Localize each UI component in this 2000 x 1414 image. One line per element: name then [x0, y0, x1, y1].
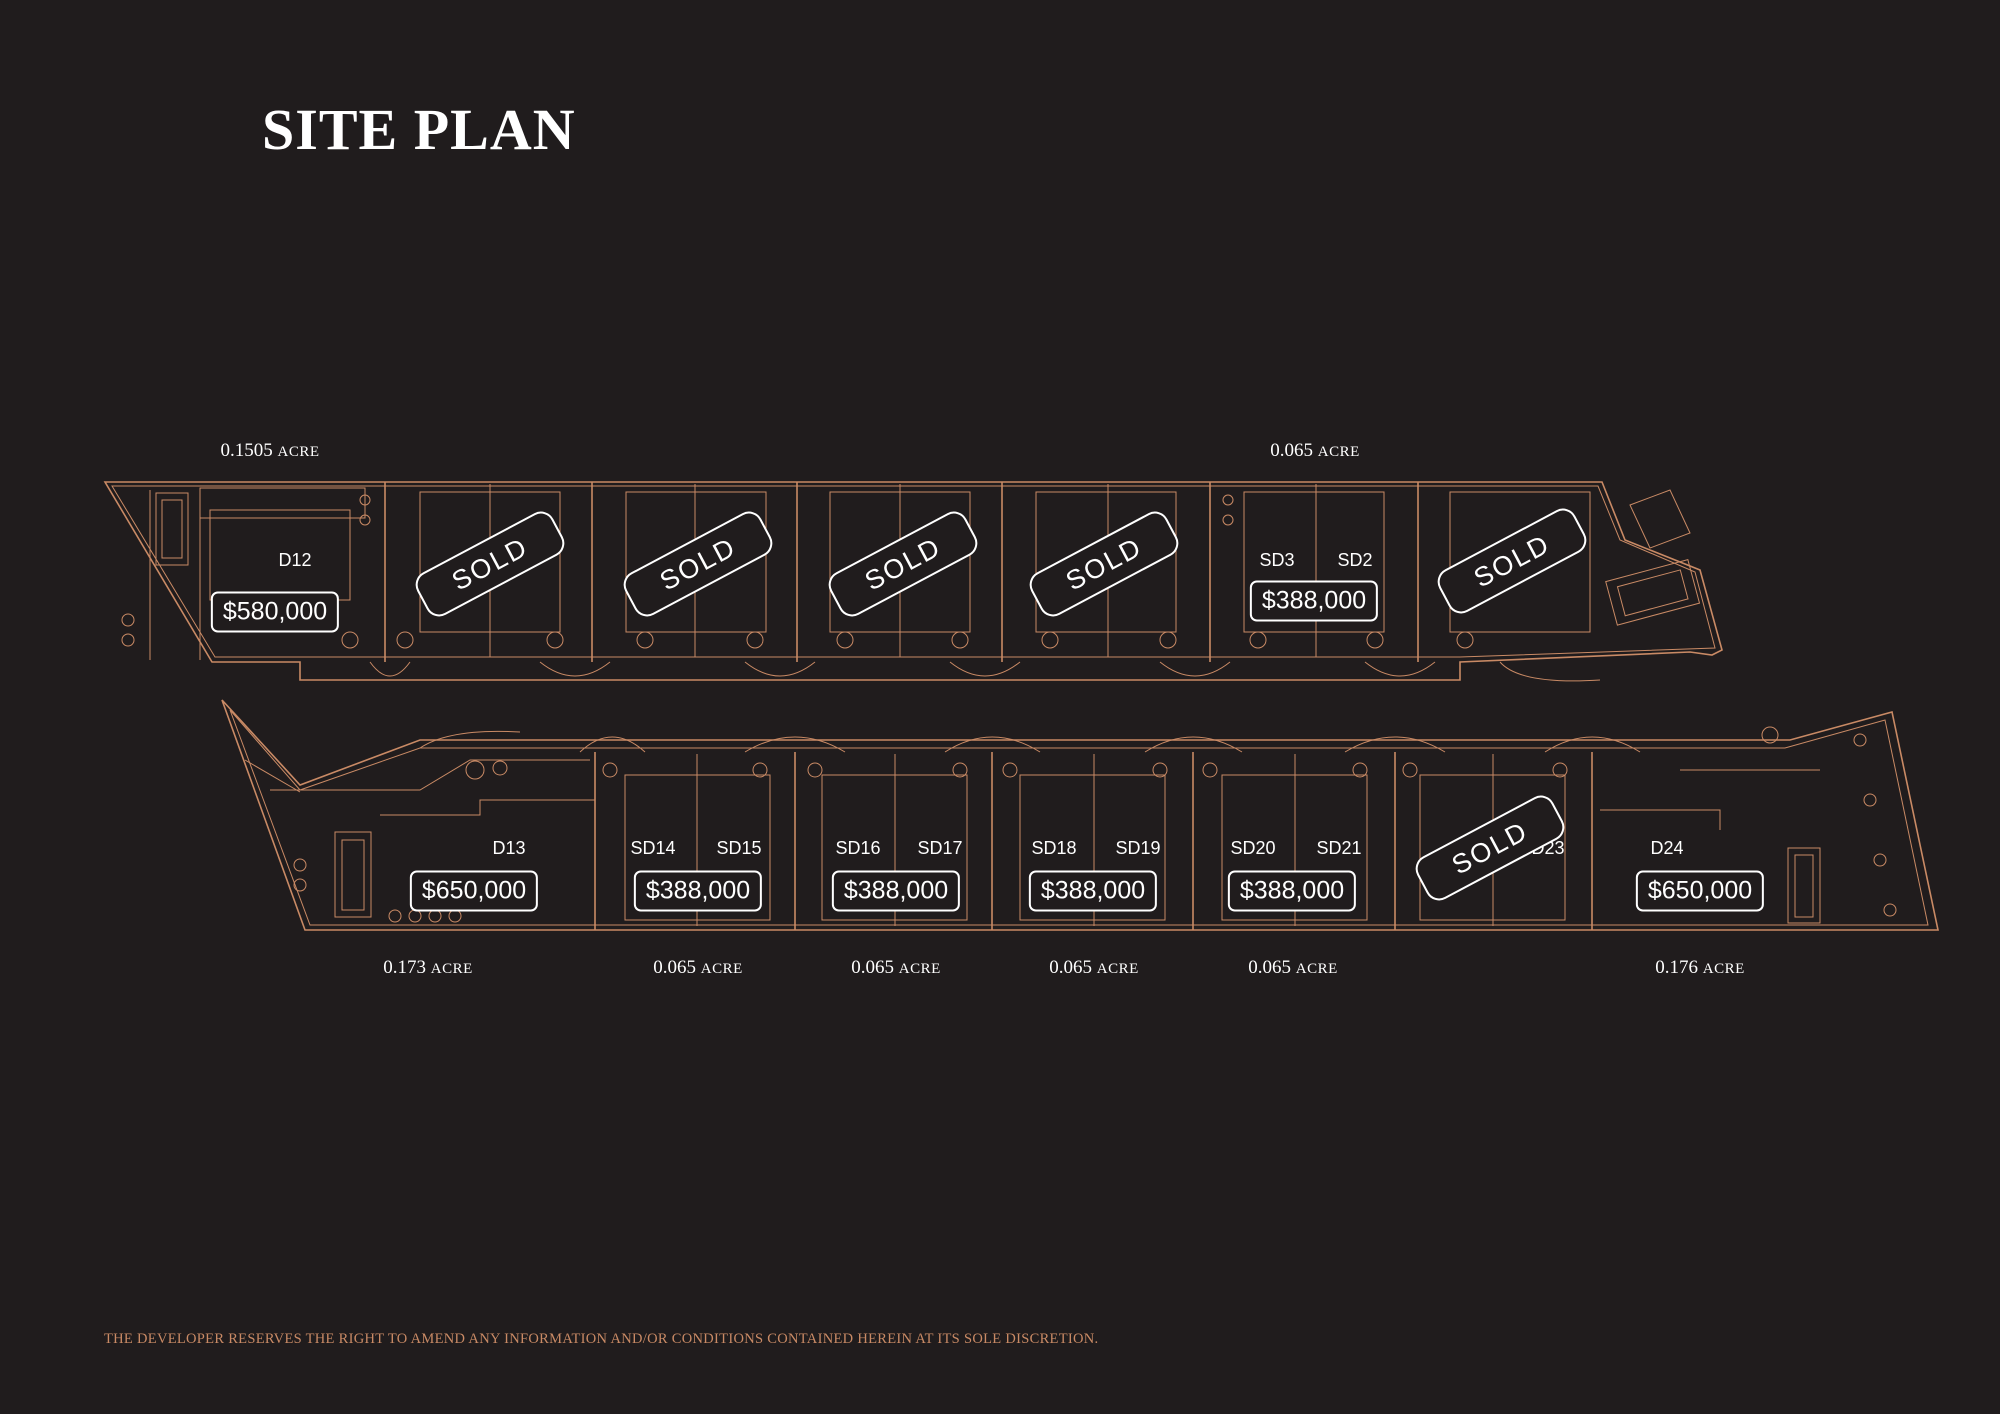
unit-label: SD19: [1115, 838, 1161, 858]
acreage-bottom-d13: 0.173 Acre: [383, 957, 473, 978]
unit-label: SD20: [1230, 838, 1276, 858]
acreage-top-left: 0.1505 Acre: [220, 440, 320, 461]
page-title: SITE PLAN: [262, 97, 576, 162]
price-tag-sd16-sd17[interactable]: $388,000: [831, 870, 961, 912]
acreage-bottom-sd20-21: 0.065 Acre: [1248, 957, 1338, 978]
unit-label: D12: [278, 550, 312, 570]
price-tag-d12[interactable]: $580,000: [210, 591, 340, 633]
unit-label: D13: [492, 838, 526, 858]
price-tag-sd18-sd19[interactable]: $388,000: [1028, 870, 1158, 912]
acreage-bottom-sd14-15: 0.065 Acre: [653, 957, 743, 978]
disclaimer-text: THE DEVELOPER RESERVES THE RIGHT TO AMEN…: [104, 1331, 1099, 1347]
price-tag-sd20-sd21[interactable]: $388,000: [1227, 870, 1357, 912]
acreage-bottom-sd16-17: 0.065 Acre: [851, 957, 941, 978]
acreage-top-center: 0.065 Acre: [1270, 440, 1360, 461]
price-tag-sd14-sd15[interactable]: $388,000: [633, 870, 763, 912]
unit-label: SD3: [1259, 550, 1295, 570]
acreage-bottom-sd18-19: 0.065 Acre: [1049, 957, 1139, 978]
unit-label: D24: [1650, 838, 1684, 858]
price-tag-sd3-sd2[interactable]: $388,000: [1249, 580, 1379, 622]
price-tag-d13[interactable]: $650,000: [409, 870, 539, 912]
unit-label: SD16: [835, 838, 881, 858]
top-row-plots: [103, 481, 1723, 682]
unit-label: SD17: [917, 838, 963, 858]
acreage-bottom-d24: 0.176 Acre: [1655, 957, 1745, 978]
price-tag-d24[interactable]: $650,000: [1635, 870, 1765, 912]
unit-label: SD2: [1337, 550, 1373, 570]
unit-label: SD18: [1031, 838, 1077, 858]
unit-label: SD21: [1316, 838, 1362, 858]
unit-label: SD14: [630, 838, 676, 858]
bottom-row-plots: [221, 699, 1939, 931]
unit-label: SD15: [716, 838, 762, 858]
